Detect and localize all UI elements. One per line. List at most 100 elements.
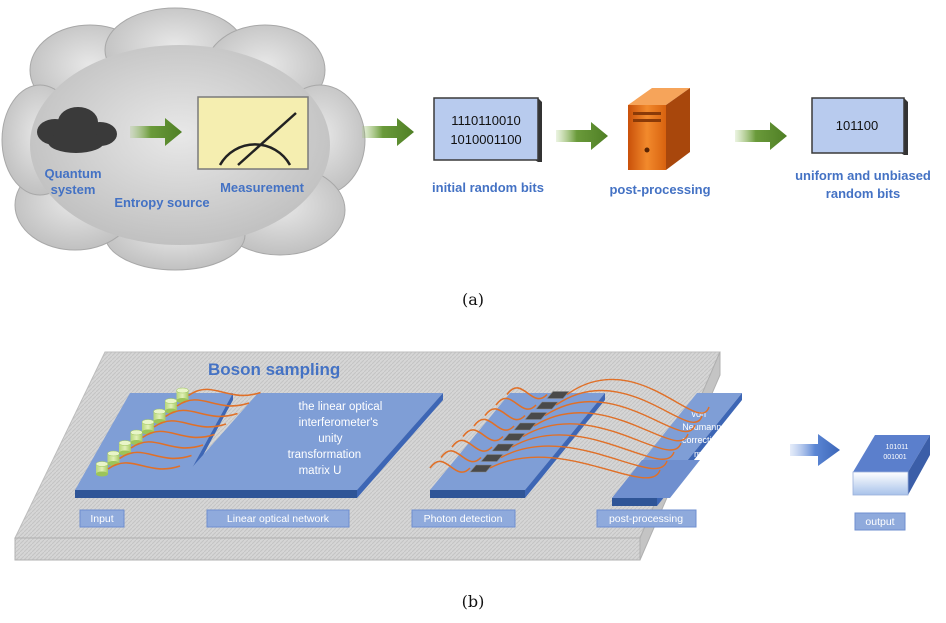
optical-fiber (188, 388, 261, 397)
optical-fiber (142, 430, 215, 439)
photon-source-cylinder (130, 429, 143, 436)
detector-chip (480, 454, 504, 462)
optical-fiber (153, 420, 227, 428)
detector-chip (535, 401, 559, 410)
optical-fiber (544, 401, 696, 433)
optical-fiber (533, 412, 689, 442)
svg-text:post-processing: post-processing (609, 513, 683, 525)
correction-description: von Neumann correction method (682, 409, 724, 459)
label-photon-detection: Photon detection (411, 509, 516, 528)
optical-fibers (107, 378, 710, 479)
optical-fiber (511, 434, 675, 460)
boson-sampling-title: Boson sampling (208, 360, 340, 379)
detector-chip (524, 412, 548, 420)
final-bits-label-line1: uniform and unbiased (795, 168, 931, 183)
matrix-line: matrix U (299, 465, 342, 477)
optical-fiber (429, 460, 471, 473)
optical-fiber (522, 423, 682, 451)
photon-source-cylinder (107, 450, 120, 457)
photon-source-cylinder (118, 440, 132, 446)
photon-source-cylinder (96, 464, 108, 474)
measurement-label: Measurement (220, 180, 304, 195)
output-bits-line1: 101011 (886, 444, 909, 451)
photon-source-cylinder (119, 443, 131, 453)
photon-source-cylinder (130, 432, 143, 443)
optical-fiber (489, 456, 661, 479)
optical-fiber (473, 418, 515, 431)
photon-source-cylinder (96, 471, 108, 477)
photon-source-cylinder (153, 411, 166, 422)
label-output: output (854, 512, 906, 531)
photon-source-cylinder (142, 422, 154, 432)
caption-b: (b) (462, 592, 485, 611)
matrix-description: the linear optical interferometer's unit… (288, 401, 386, 477)
optical-fiber (506, 387, 548, 400)
matrix-line: unity (318, 433, 343, 445)
arrow-to-output (790, 434, 840, 466)
detector-chip (469, 464, 493, 473)
caption-a: (a) (462, 290, 484, 309)
arrow-postprocessing-to-output (735, 122, 787, 150)
photon-source-cylinder (176, 387, 189, 394)
initial-bits-label: initial random bits (432, 180, 544, 195)
initial-bits-line1: 1110110010 (451, 113, 520, 128)
photon-source-cylinder (153, 408, 166, 415)
label-post-processing-b: post-processing (596, 509, 697, 528)
svg-text:Linear optical network: Linear optical network (227, 513, 330, 525)
optical-fiber (495, 397, 537, 410)
svg-text:Photon detection: Photon detection (424, 513, 503, 525)
arrow-quantum-to-measurement (130, 118, 182, 146)
optical-fiber (566, 378, 710, 414)
final-bits-value: 101100 (836, 118, 878, 133)
photon-source-cylinder (95, 461, 109, 467)
server-icon (628, 88, 690, 170)
matrix-line: transformation (288, 449, 362, 461)
correction-line: correction (682, 435, 722, 445)
optical-fiber (484, 408, 526, 421)
photon-source-cylinder (165, 401, 177, 411)
optical-fiber (555, 389, 703, 423)
initial-bits-line2: 1010001100 (450, 132, 521, 147)
optical-fiber (130, 441, 204, 449)
photon-source-cylinder (176, 390, 189, 401)
output-box (852, 435, 930, 496)
correction-line: von (691, 409, 706, 419)
correction-line: Neumann (682, 422, 721, 432)
optical-fiber (440, 450, 482, 463)
entropy-source-label: Entropy source (114, 195, 209, 210)
photon-detection-slab (430, 393, 605, 498)
optical-fiber (107, 462, 181, 470)
photon-source-cylinder (107, 453, 120, 464)
output-bits-line2: 001001 (883, 454, 906, 461)
matrix-line: interferometer's (299, 417, 379, 429)
optical-fiber (176, 399, 250, 407)
quantum-system-cloud-icon (37, 107, 117, 153)
label-linear-optical-network: Linear optical network (206, 509, 350, 528)
optical-fiber (462, 429, 504, 442)
detector-chip (513, 422, 537, 431)
arrow-source-to-bits (362, 118, 414, 146)
svg-text:output: output (865, 516, 894, 528)
optical-fiber (119, 451, 192, 460)
svg-text:Input: Input (90, 513, 113, 525)
photon-source-cylinder (141, 419, 155, 425)
linear-optical-network-slab (172, 393, 443, 498)
detector-chip (546, 391, 570, 399)
matrix-line: the linear optical (299, 401, 383, 413)
optical-fiber (500, 445, 668, 470)
arrow-bits-to-postprocessing (556, 122, 608, 150)
final-bits-label-line2: random bits (826, 186, 900, 201)
optical-fiber (165, 409, 238, 418)
detector-chip (491, 443, 515, 452)
post-processing-label-a: post-processing (609, 182, 710, 197)
label-input: Input (79, 509, 125, 528)
initial-bits-box (433, 97, 542, 162)
post-processing-slab (612, 393, 742, 506)
optical-fiber (451, 439, 493, 452)
measurement-meter-icon (197, 96, 309, 170)
photon-source-cylinder (164, 398, 178, 404)
detector-chips (469, 391, 570, 473)
detector-chip (502, 433, 526, 441)
